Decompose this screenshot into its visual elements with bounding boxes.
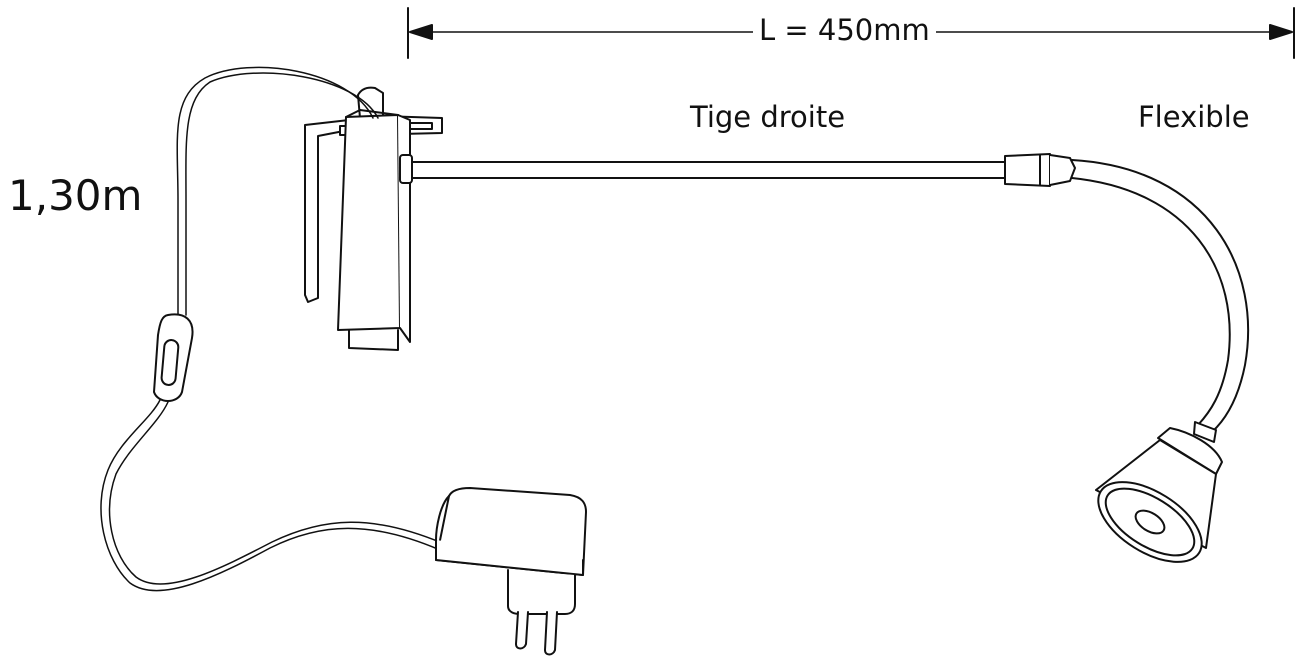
rod-coupling-cap	[1049, 154, 1076, 186]
lamp-head	[1095, 421, 1223, 563]
straight-rod	[399, 153, 1076, 187]
rod-label: Tige droite	[690, 100, 846, 134]
length-label: L = 450mm	[753, 16, 936, 45]
clamp-tab-slot	[407, 122, 433, 130]
cord-length-label: 1,30m	[8, 171, 143, 220]
clamp-edge-top	[359, 109, 399, 116]
flexible-arm	[1071, 159, 1250, 433]
clamp-body	[337, 114, 401, 331]
adapter-edge	[435, 495, 450, 541]
adapter-lip	[435, 539, 584, 576]
lamp-opening-rim	[1104, 487, 1196, 557]
clamp-edge	[345, 109, 361, 118]
cord-upper-2	[185, 72, 379, 316]
dimension-right-arrow	[1269, 24, 1293, 40]
adapter-pin-right	[544, 611, 558, 656]
switch-slider	[160, 339, 180, 386]
flexible-label: Flexible	[1138, 100, 1250, 134]
rod-coupling	[1004, 153, 1051, 187]
cord-lower-1	[100, 399, 441, 592]
lamp-opening	[1097, 481, 1203, 563]
rod-socket	[399, 154, 413, 184]
power-adapter	[435, 487, 587, 656]
adapter-plug-base	[507, 569, 576, 615]
inline-switch	[153, 313, 194, 402]
adapter-pin-left	[515, 611, 529, 650]
cord-lower-2	[108, 401, 443, 585]
lamp-collar	[1157, 427, 1223, 475]
cord-upper-1	[176, 66, 374, 316]
power-cord	[100, 66, 443, 592]
lamp-neck	[1193, 421, 1217, 443]
flexible-inner-curve	[1071, 177, 1231, 426]
clamp	[304, 86, 443, 351]
flexible-outer-curve	[1071, 159, 1250, 433]
dimension-left-arrow	[409, 24, 433, 40]
lamp-led	[1134, 509, 1166, 535]
